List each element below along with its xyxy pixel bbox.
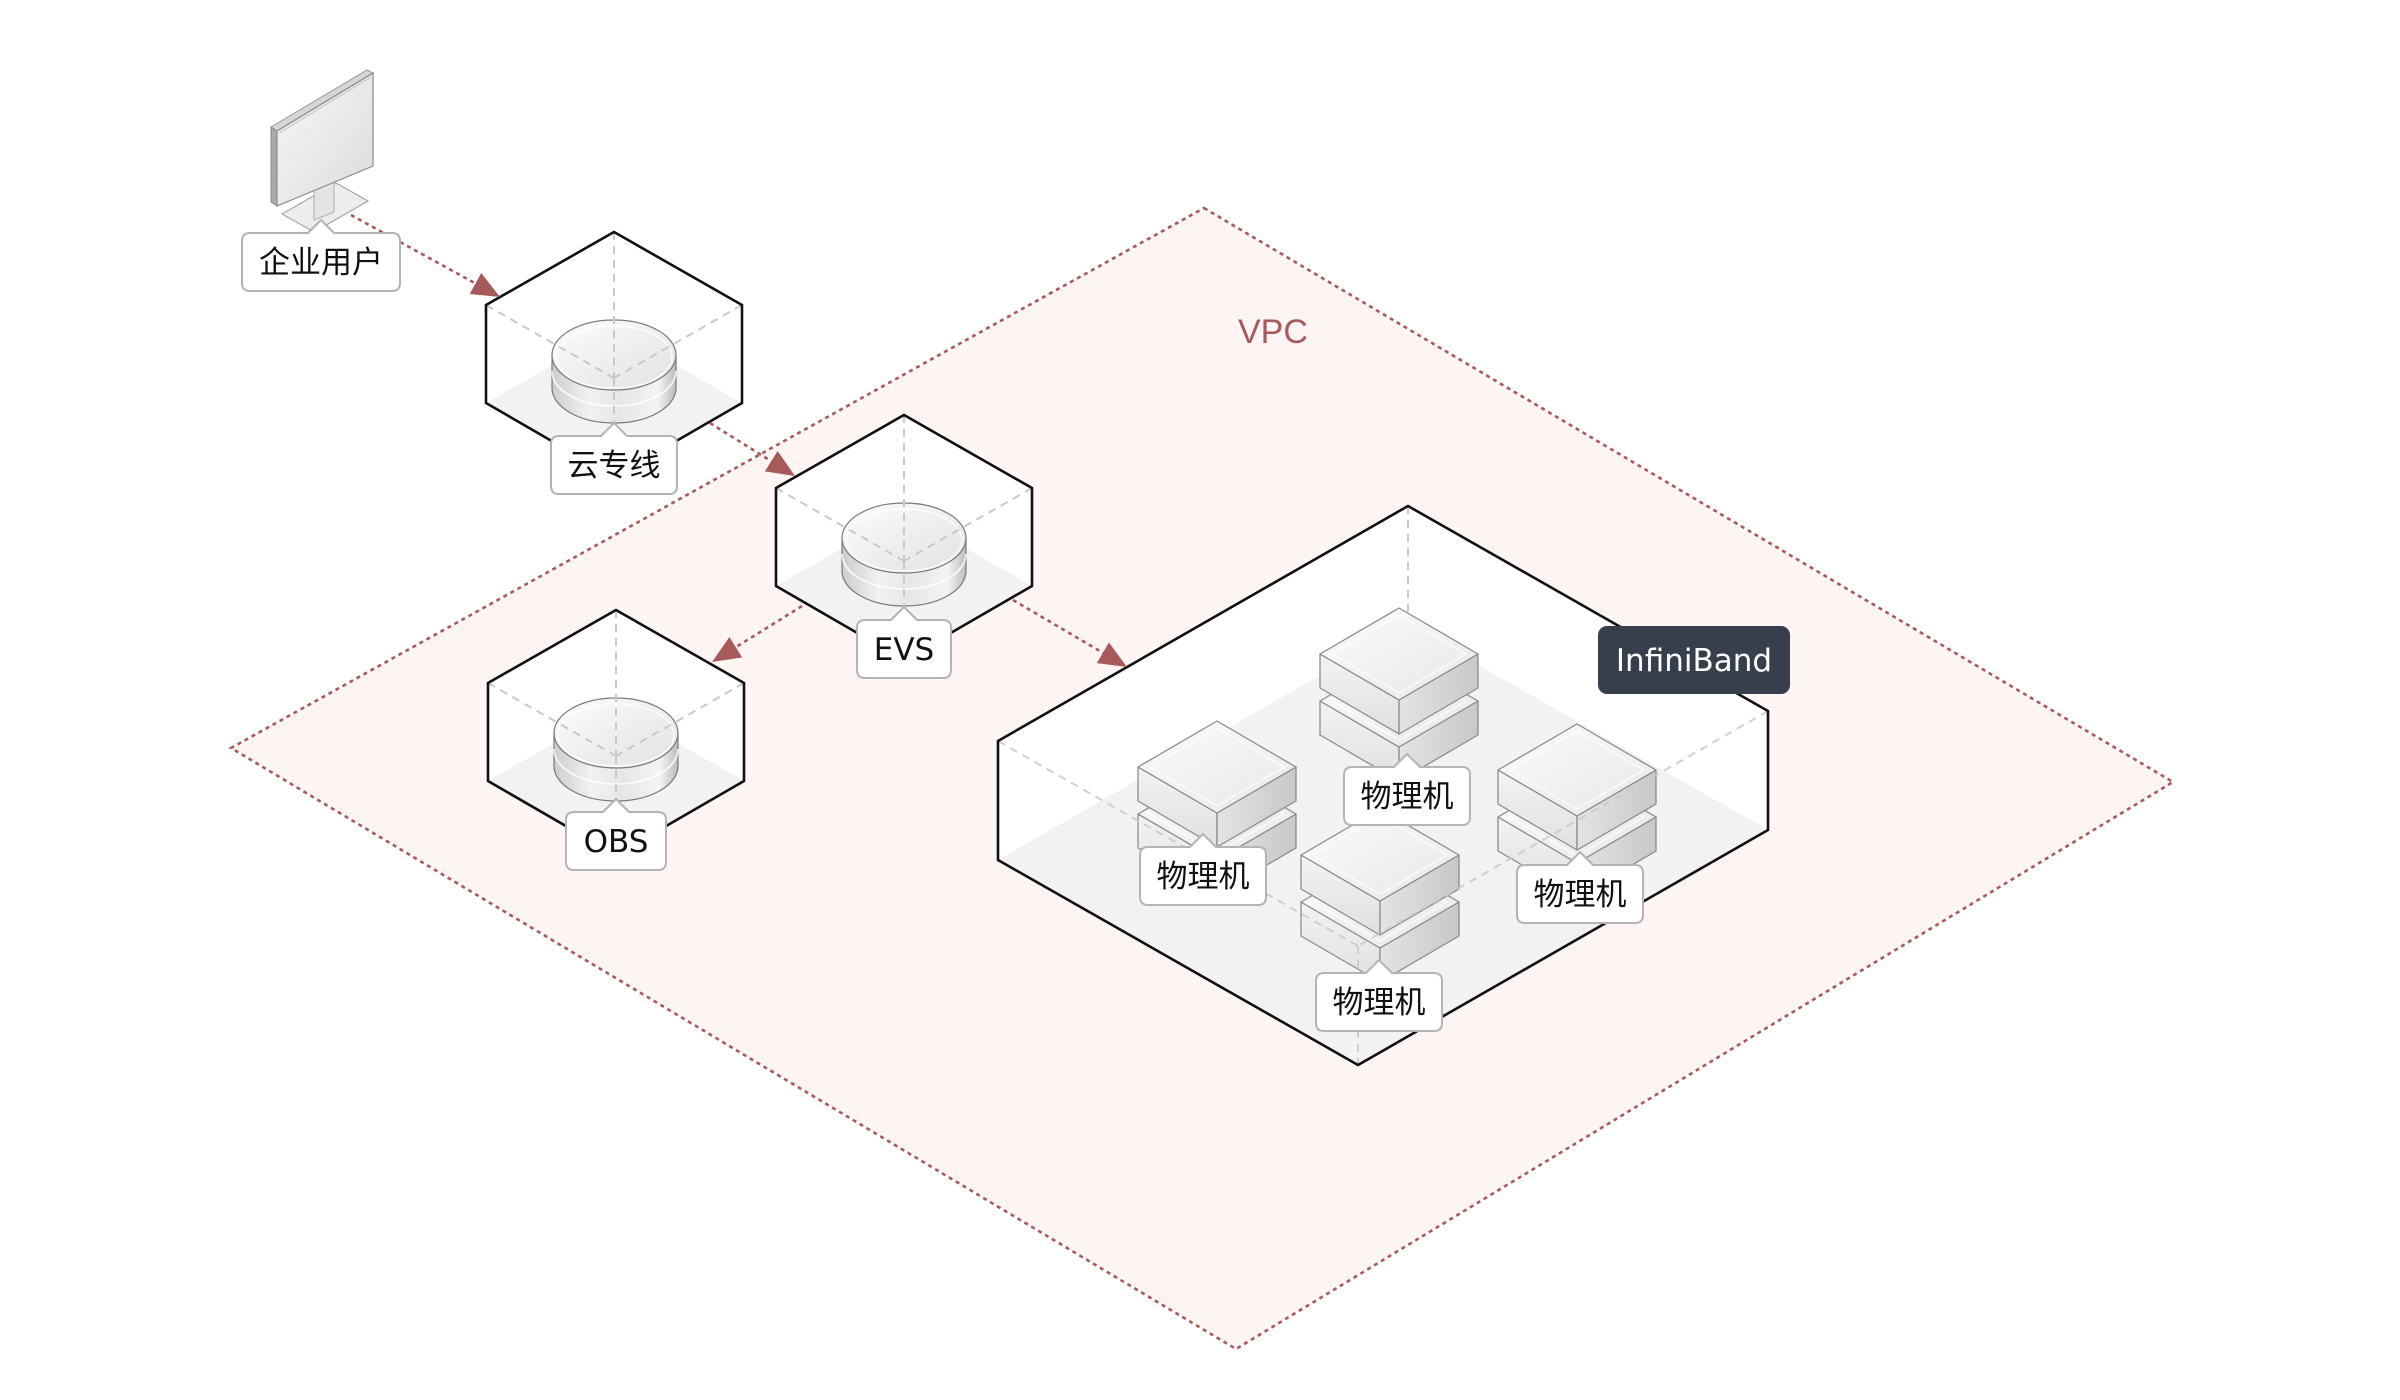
server-label: 物理机 [1516,851,1644,924]
connector-line [731,604,803,651]
callout-box [1315,959,1443,1032]
server-label-text: 物理机 [1333,985,1426,1021]
infiniband-label: InfiniBand [1616,643,1772,679]
direct-connect-label: 云专线 [550,422,678,495]
arrow-direct-connect-to-evs [709,421,795,476]
callout-box [565,798,667,871]
server-label-text: 物理机 [1157,859,1250,895]
obs-label: OBS [565,798,667,871]
vpc-label: VPC [1238,313,1308,351]
connector-line [350,213,480,287]
arrowhead-icon [469,272,500,297]
arrowhead-icon [1096,642,1127,667]
callout-box [1516,851,1644,924]
connector-line [709,421,776,465]
server-label-text: 物理机 [1361,779,1454,815]
server-label: 物理机 [1315,959,1443,1032]
server-label: 物理机 [1139,833,1267,906]
arrowhead-icon [764,451,795,476]
node-label-text: 企业用户 [259,245,383,281]
connector-line [1012,598,1107,656]
node-label-text: 云专线 [568,448,661,484]
enterprise-user-label: 企业用户 [241,219,401,292]
node-label-text: EVS [874,632,934,668]
callout-box [856,606,952,679]
arrowhead-icon [712,637,743,662]
evs-label: EVS [856,606,952,679]
callout-box [241,219,401,292]
server-label-text: 物理机 [1534,877,1627,913]
infiniband-badge: InfiniBand [1598,626,1790,694]
callout-box [1343,753,1471,826]
arrow-evs-to-infiniband [1012,598,1127,667]
node-label-text: OBS [584,824,649,860]
callout-box [550,422,678,495]
cluster-box-outline [996,504,1770,1067]
arrow-user-to-direct-connect [350,213,500,297]
callout-box [1139,833,1267,906]
hidden-edge [1357,710,1769,947]
server-label: 物理机 [1343,753,1471,826]
badge-background [1598,626,1790,694]
monitor-icon [270,69,375,233]
arrow-evs-to-obs [712,604,803,662]
